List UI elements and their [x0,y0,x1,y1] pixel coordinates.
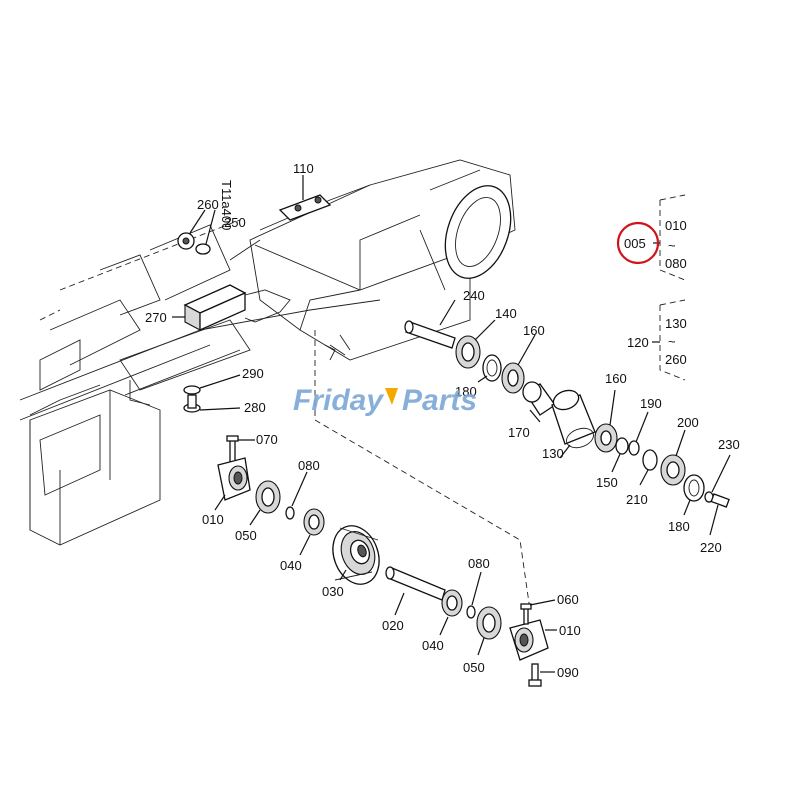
callout-050-left: 050 [235,528,257,543]
callout-080-right: 080 [468,556,490,571]
part-140-bearing [455,319,496,369]
callout-020: 020 [382,618,404,633]
callout-010-left: 010 [202,512,224,527]
callout-180-upper: 180 [455,384,477,399]
callout-070: 070 [256,432,278,447]
legend-a-tilde: ~ [668,238,676,253]
legend-a-to: 080 [665,256,687,271]
legend-b-to: 260 [665,352,687,367]
part-090-bolt [528,663,555,687]
part-030-roller [332,525,380,585]
legend-b-ref: 120 [627,335,649,350]
callout-110: 110 [293,161,314,176]
idler-bracket [229,159,531,611]
part-050b-seal [476,606,502,656]
part-050a-seal [249,480,281,526]
callout-030: 030 [322,584,344,599]
callout-280: 280 [244,400,266,415]
callout-150: 150 [596,475,618,490]
part-150-ring [611,437,629,473]
part-010a-bracket [214,457,251,511]
part-130-collar [551,389,596,459]
part-010b-bracket [509,619,557,661]
watermark-text-a: Friday [293,384,384,417]
callout-210: 210 [626,492,648,507]
legend-a-from: 010 [665,218,687,233]
callout-160-upper: 160 [523,323,545,338]
callout-160-right: 160 [605,371,627,386]
part-020-shaft [385,566,446,616]
legend-b-from: 130 [665,316,687,331]
watermark-logo: Friday Parts [293,384,477,417]
callout-170: 170 [508,425,530,440]
part-180b-ring [683,474,705,516]
part-220-230-bolt-washer [704,454,731,536]
callout-060: 060 [557,592,579,607]
part-160a-seal [501,334,536,394]
callout-190: 190 [640,396,662,411]
callout-080-left: 080 [298,458,320,473]
part-110-plate [278,175,332,221]
watermark-text-b: Parts [402,384,477,417]
part-160b-seal [594,389,618,453]
callout-260: 260 [197,197,219,212]
callout-090: 090 [557,665,579,680]
legend-b-tilde: ~ [668,334,676,349]
callout-230: 230 [718,437,740,452]
callout-labels: 110 260 250 270 290 280 240 140 160 180 … [145,161,740,680]
callout-130: 130 [542,446,564,461]
assembly-legend: 010 ~ 080 005 130 ~ 260 120 [616,194,687,381]
part-290-280-washer-bolt [183,374,241,413]
callout-040-right: 040 [422,638,444,653]
part-040a-bearing [299,508,325,556]
part-240-shaft [404,299,456,349]
callout-220: 220 [700,540,722,555]
watermark-mark-icon [385,388,398,405]
part-080a-oring [285,471,308,520]
callout-200: 200 [677,415,699,430]
part-260-250-nut-washer [177,209,216,255]
legend-a-ref: 005 [624,236,646,251]
callout-290: 290 [242,366,264,381]
part-270-block [172,284,291,332]
part-190-washer [628,411,649,456]
callout-010-right: 010 [559,623,581,638]
callout-140: 140 [495,306,517,321]
part-080b-oring [466,571,482,619]
part-040b-bearing [439,589,463,636]
part-200-bearing [660,429,686,486]
part-060-bolt [520,599,556,625]
callout-180-right: 180 [668,519,690,534]
part-210-snap-ring [639,449,658,486]
track-frame [19,219,381,546]
callout-250: 250 [224,215,246,230]
callout-050-right: 050 [463,660,485,675]
callout-270: 270 [145,310,167,325]
highlight-circle [616,221,660,265]
part-170-bushing [522,381,556,423]
callout-040-left: 040 [280,558,302,573]
callout-240: 240 [463,288,485,303]
part-070-bolt [226,435,255,463]
frame-marking: T11a400 [219,180,234,230]
part-180a-ring [477,354,502,383]
